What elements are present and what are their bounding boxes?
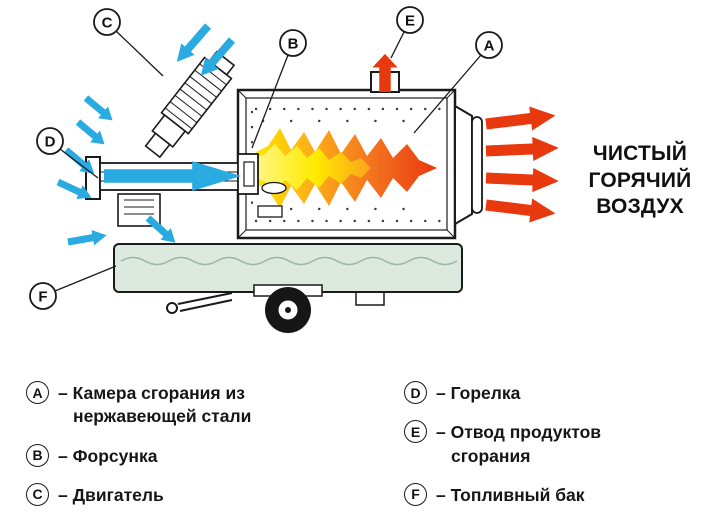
fuel-level-wave (120, 256, 458, 266)
fuel-tank (113, 243, 463, 293)
hot-air-arrow (485, 135, 560, 164)
leader-line-c (115, 30, 164, 77)
legend-text-c: – Двигатель (58, 483, 164, 507)
callout-e-label: E (405, 13, 415, 30)
motor (144, 50, 236, 159)
callout-leaders (54, 30, 482, 292)
flame-inner (256, 144, 371, 192)
vent-hole-dots (250, 107, 442, 223)
legend-badge-b: B (26, 443, 49, 467)
legend-right-column: D – Горелка E – Отвод продуктов сгорания… (404, 381, 601, 507)
legend-line: – Горелка (436, 383, 521, 403)
outlet-cone (454, 104, 473, 226)
rear-support (355, 291, 385, 306)
legend-left-column: A – Камера сгорания из нержавеющей стали… (26, 381, 251, 507)
legend-text-e: – Отвод продуктов сгорания (436, 420, 601, 468)
flame-deflector (261, 181, 287, 195)
cold-air-arrow (66, 227, 108, 250)
legend-item-b: B – Форсунка (26, 443, 251, 468)
motor-shaft-housing (144, 132, 171, 159)
burner (85, 156, 243, 227)
callout-e-circle (396, 6, 424, 34)
leader-line-d (59, 148, 99, 179)
hot-air-arrow (484, 103, 557, 137)
legend-text-b: – Форсунка (58, 444, 157, 468)
legend-item-f: F – Топливный бак (404, 482, 601, 507)
legend-badge-d: D (404, 381, 427, 404)
air-outlet (454, 104, 483, 226)
hot-air-arrows (484, 103, 560, 226)
heater-diagram: A B C D E F (29, 6, 560, 333)
legend-badge-a: A (26, 381, 49, 404)
callout-circles: A B C D E F (29, 6, 503, 310)
legend-line: – Топливный бак (436, 484, 585, 505)
legend-badge-f: F (404, 482, 427, 506)
callout-c-label: C (102, 15, 113, 32)
leader-line-e (390, 31, 405, 59)
legend-badge-c: C (26, 482, 49, 506)
callout-d-circle (36, 127, 64, 155)
callout-f-label: F (38, 289, 47, 306)
legend-badge-e: E (404, 420, 427, 444)
wheel (253, 284, 323, 333)
legend-text-f: – Топливный бак (436, 483, 585, 507)
outlet-ring (471, 116, 483, 214)
chamber-corner-marks (237, 89, 456, 239)
trailer-hitch (166, 291, 385, 314)
callout-a-circle (475, 31, 503, 59)
legend-line: нержавеющей стали (73, 406, 252, 427)
legend-line: сгорания (451, 445, 531, 466)
legend-item-d: D – Горелка (404, 381, 601, 405)
legend-line: – Отвод продуктов (436, 422, 602, 443)
igniter-block (257, 205, 283, 218)
motor-fins (164, 63, 227, 130)
legend-text-a: – Камера сгорания из нержавеющей стали (58, 381, 251, 429)
cold-air-arrow (73, 116, 110, 151)
hot-air-arrow (485, 165, 560, 194)
leader-line-f (54, 265, 117, 292)
hot-air-arrow (484, 192, 557, 226)
legend-line: – Камера сгорания из (58, 383, 245, 403)
cold-air-arrow (81, 92, 118, 127)
callout-a-label: A (484, 38, 495, 55)
leader-line-a (413, 54, 482, 134)
callout-f-circle (29, 282, 57, 310)
callout-c-circle (93, 8, 121, 36)
clean-air-line: ГОРЯЧИЙ (588, 168, 692, 192)
hitch-coupler (166, 302, 178, 314)
wheel-axle (285, 307, 291, 313)
nozzle (237, 153, 259, 195)
legend-line: – Двигатель (58, 484, 164, 505)
clean-hot-air-label: ЧИСТЫЙ ГОРЯЧИЙ ВОЗДУХ (562, 141, 718, 221)
hitch-bar (177, 292, 233, 312)
leader-line-b (251, 54, 289, 149)
clean-air-line: ЧИСТЫЙ (592, 142, 688, 165)
legend-item-c: C – Двигатель (26, 482, 251, 507)
callout-b-label: B (288, 36, 299, 53)
legend-item-e: E – Отвод продуктов сгорания (404, 420, 601, 468)
pump-detail-lines (124, 199, 154, 215)
callout-b-circle (279, 29, 307, 57)
legend-text-d: – Горелка (436, 381, 520, 405)
clean-air-line: ВОЗДУХ (596, 195, 684, 219)
legend-item-a: A – Камера сгорания из нержавеющей стали (26, 381, 251, 429)
callout-d-label: D (45, 134, 56, 151)
nozzle-tip (243, 161, 255, 187)
legend-line: – Форсунка (58, 445, 158, 466)
